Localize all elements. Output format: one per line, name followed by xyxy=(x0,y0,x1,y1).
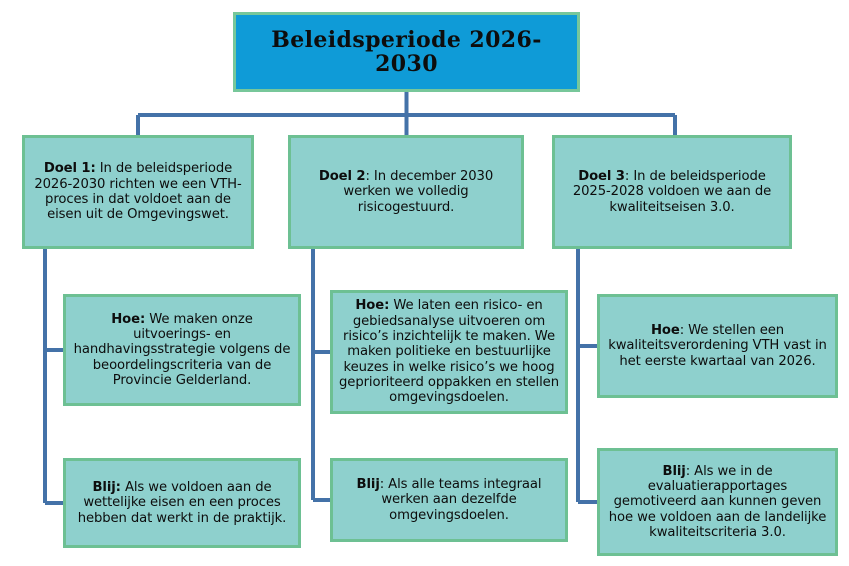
goal-3-body: : In de beleidsperiode 2025-2028 voldoen… xyxy=(572,169,772,215)
hoe-2-text: Hoe: We laten een risico- en gebiedsanal… xyxy=(333,298,565,405)
hoe-box-1: Hoe: We maken onze uitvoerings- en handh… xyxy=(63,294,301,406)
blij-3-label: Blij xyxy=(662,463,686,479)
goal-3-text: Doel 3: In de beleidsperiode 2025-2028 v… xyxy=(555,169,789,215)
blij-1-body: Als we voldoen aan de wettelijke eisen e… xyxy=(77,480,287,526)
hoe-3-label: Hoe xyxy=(650,323,680,339)
blij-3-body: : Als we in de evaluatierapportages gemo… xyxy=(608,463,827,540)
goal-2-body: : In december 2030 werken we volledig ri… xyxy=(343,169,494,215)
hoe-3-body: : We stellen een kwaliteitsverordening V… xyxy=(608,323,827,369)
goal-1-body: In de beleidsperiode 2026-2030 richten w… xyxy=(34,161,242,223)
hoe-2-body: We laten een risico- en gebiedsanalyse u… xyxy=(339,298,559,406)
blij-1-text: Blij: Als we voldoen aan de wettelijke e… xyxy=(66,480,298,526)
goal-1-text: Doel 1: In de beleidsperiode 2026-2030 r… xyxy=(25,161,251,222)
blij-2-body: : Als alle teams integraal werken aan de… xyxy=(379,477,542,523)
hoe-2-label: Hoe: xyxy=(355,298,390,314)
goal-2-label: Doel 2 xyxy=(318,169,366,185)
blij-box-3: Blij: Als we in de evaluatierapportages … xyxy=(597,448,838,556)
goal-box-2: Doel 2: In december 2030 werken we volle… xyxy=(288,135,524,249)
hoe-1-text: Hoe: We maken onze uitvoerings- en handh… xyxy=(66,312,298,389)
goal-box-1: Doel 1: In de beleidsperiode 2026-2030 r… xyxy=(22,135,254,249)
goal-3-label: Doel 3 xyxy=(578,169,625,185)
blij-2-label: Blij xyxy=(356,477,380,493)
diagram-title-box: Beleidsperiode 2026-2030 xyxy=(233,12,580,92)
blij-box-1: Blij: Als we voldoen aan de wettelijke e… xyxy=(63,458,301,548)
blij-3-text: Blij: Als we in de evaluatierapportages … xyxy=(600,464,835,541)
hoe-box-3: Hoe: We stellen een kwaliteitsverordenin… xyxy=(597,294,838,398)
blij-1-label: Blij: xyxy=(92,480,121,496)
hoe-3-text: Hoe: We stellen een kwaliteitsverordenin… xyxy=(600,323,835,369)
blij-2-text: Blij: Als alle teams integraal werken aa… xyxy=(333,477,565,523)
hoe-1-body: We maken onze uitvoerings- en handhaving… xyxy=(73,311,291,388)
goal-2-text: Doel 2: In december 2030 werken we volle… xyxy=(291,169,521,215)
goal-box-3: Doel 3: In de beleidsperiode 2025-2028 v… xyxy=(552,135,792,249)
blij-box-2: Blij: Als alle teams integraal werken aa… xyxy=(330,458,568,542)
hoe-1-label: Hoe: xyxy=(111,311,146,327)
goal-1-label: Doel 1: xyxy=(43,161,96,177)
hoe-box-2: Hoe: We laten een risico- en gebiedsanal… xyxy=(330,290,568,414)
diagram-title-text: Beleidsperiode 2026-2030 xyxy=(271,26,542,77)
